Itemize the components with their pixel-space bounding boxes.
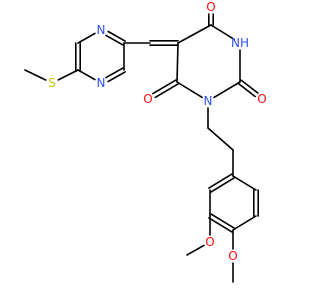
atom-n-pyrimidine-top: N	[97, 23, 106, 37]
bond-py2-s	[57, 69, 79, 81]
atom-o-left: O	[143, 92, 152, 106]
molecule-structure: O NH O O N N N S O O	[24, 0, 267, 283]
bond-py5-py4	[105, 34, 124, 46]
atom-n-imide: N	[204, 94, 213, 108]
bond-c6-o6	[154, 83, 179, 99]
bond-e1-e2	[207, 127, 234, 151]
bond-py5-py4	[107, 30, 126, 42]
bond-py4-py3	[77, 32, 96, 44]
bond-b1-b2	[210, 177, 235, 193]
bond-c4-nh	[210, 24, 235, 41]
atom-s-methylthio: S	[48, 76, 56, 90]
atom-o-methoxy-lower: O	[228, 249, 237, 263]
bond-om1-m1	[186, 244, 205, 256]
atom-nh: NH	[231, 36, 249, 50]
bond-n1-c6	[176, 81, 203, 99]
bond-b6-b1	[232, 175, 257, 191]
bond-b4-b5	[232, 215, 257, 231]
bond-c6-c5	[176, 42, 179, 83]
bond-b3-b4	[208, 217, 233, 233]
bond-b1-b2	[208, 173, 233, 189]
bond-c2-o2	[240, 79, 259, 94]
bond-c6-o6	[152, 79, 177, 95]
bond-layer	[24, 13, 260, 283]
bond-py1-py6	[105, 67, 124, 79]
bond-py2-py1	[77, 69, 96, 81]
atom-label-layer: O NH O O N N N S O O	[48, 0, 267, 263]
bond-c2-o2	[237, 82, 256, 98]
bond-s-me	[24, 69, 47, 81]
bond-py1-py6	[107, 71, 126, 83]
atom-n-pyrimidine-bottom: N	[97, 76, 106, 90]
atom-o-top: O	[206, 0, 215, 14]
atom-o-methoxy-upper: O	[205, 235, 214, 249]
bond-b3-b4	[210, 213, 235, 229]
bond-c5-c4	[177, 24, 212, 44]
atom-o-right: O	[257, 92, 266, 106]
bond-c2-n1	[213, 81, 241, 99]
